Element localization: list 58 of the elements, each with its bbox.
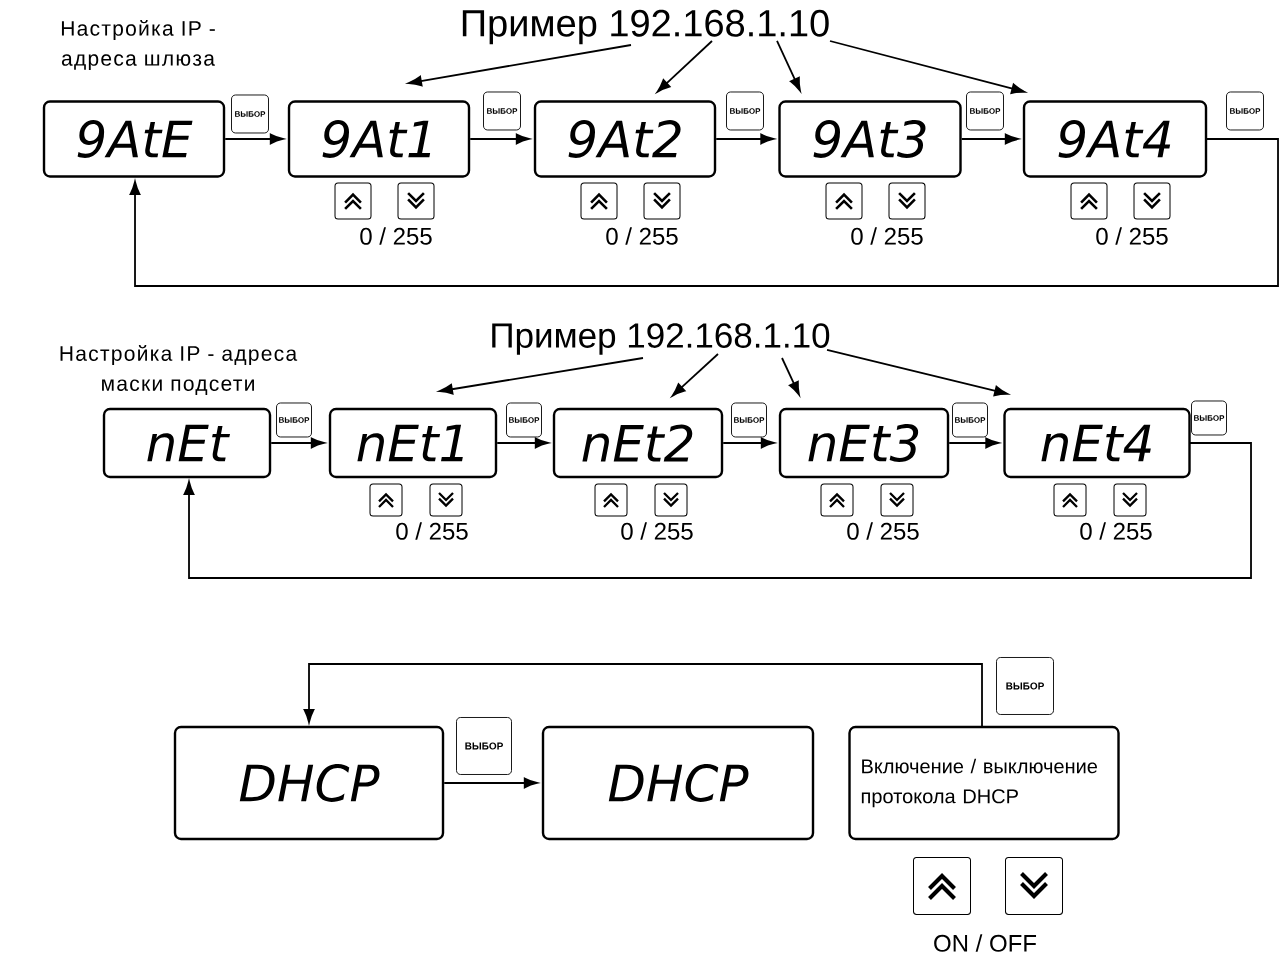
arrow [671,353,719,397]
select-button: ВЫБОР [966,91,1004,131]
value-range-text: 0 / 255 [621,522,693,540]
arrow [407,44,632,87]
heading-text: Настройка IP - адреса шлюза [61,20,215,70]
example-text: Пример 192.168.1.10 [492,323,830,355]
value-range-text: 0 / 255 [1080,522,1152,540]
select-button: ВЫБОР [1226,91,1264,131]
segment-display: 9At3 [778,100,962,178]
segment-display: 9At1 [287,100,471,178]
segment-display: DHCP [541,725,815,841]
select-button: ВЫБОР [1191,400,1227,436]
arrow [960,133,1019,145]
select-button: ВЫБОР [231,94,269,134]
select-button: ВЫБОР [726,91,764,131]
select-button: ВЫБОР [483,91,521,131]
arrow [722,437,775,449]
segment-display: nEt2 [552,407,724,479]
segment-display: 9At2 [533,100,717,178]
select-button: ВЫБОР [952,402,988,438]
select-button: ВЫБОР [456,717,512,775]
arrow [438,357,644,395]
arrow [443,777,538,789]
segment-display: 9At4 [1022,100,1208,178]
arrow [948,437,1000,449]
value-range-text: 0 / 255 [847,522,919,540]
arrow [826,349,1009,397]
heading-text: Настройка IP - адреса маски подсети [60,345,298,395]
arrow [496,437,549,449]
arrow [776,40,801,92]
segment-display: nEt [102,407,272,479]
arrow [303,663,983,728]
select-button: ВЫБОР [731,402,767,438]
segment-display: nEt1 [328,407,498,479]
value-range-text: 0 / 255 [851,227,923,245]
value-range-text: ON / OFF [934,934,1037,952]
arrow [270,437,325,449]
arrow [469,133,530,145]
example-text: Пример 192.168.1.10 [462,9,829,45]
arrow [715,133,775,145]
value-range-text: 0 / 255 [396,522,468,540]
segment-display: nEt4 [1003,407,1191,479]
value-range-text: 0 / 255 [360,227,432,245]
arrow [129,138,1279,287]
arrow [829,40,1026,94]
value-range-text: 0 / 255 [1096,227,1168,245]
select-button: ВЫБОР [276,402,312,438]
arrow [781,357,800,396]
value-range-text: 0 / 255 [606,227,678,245]
select-button: ВЫБОР [506,402,542,438]
segment-display: 9AtE [42,100,226,178]
segment-display: nEt3 [778,407,950,479]
info-box: Включение / выключение протокола DHCP [848,725,1120,841]
arrow [224,133,284,145]
segment-display: DHCP [173,725,445,841]
select-button: ВЫБОР [996,657,1054,715]
arrow [656,40,713,93]
arrow [183,442,1252,579]
